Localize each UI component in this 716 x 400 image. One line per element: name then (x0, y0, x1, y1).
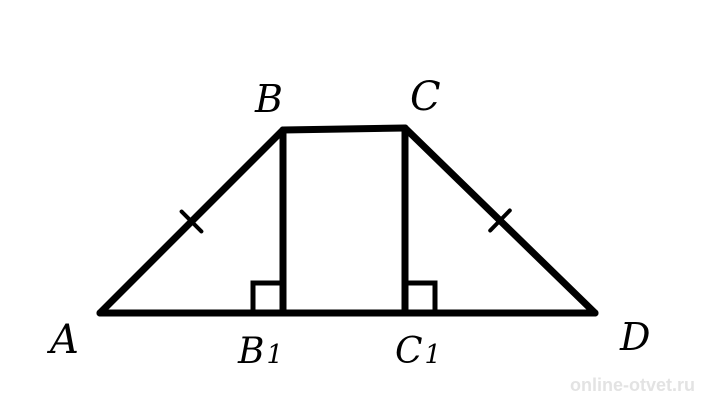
point-label-b1: B1 (237, 331, 283, 372)
point-label-c1: C1 (395, 331, 441, 372)
segments-layer (96, 124, 599, 317)
equal-tick-cd (488, 208, 512, 233)
watermark: online-otvet.ru (570, 375, 695, 395)
marks-layer (179, 208, 512, 313)
point-label-d: D (619, 315, 650, 359)
point-label-b: B (254, 77, 283, 121)
point-label-a: A (46, 317, 79, 363)
right-angle-mark-c1 (405, 280, 438, 313)
point-label-subscript: 1 (266, 340, 283, 370)
segment-b-c (279, 124, 409, 134)
labels-layer: A B C D B1 C1 (46, 74, 650, 372)
right-angle-mark-b1 (250, 280, 283, 313)
point-label-subscript: 1 (425, 340, 442, 370)
point-label-c: C (410, 74, 441, 120)
equal-tick-ab (179, 209, 204, 234)
